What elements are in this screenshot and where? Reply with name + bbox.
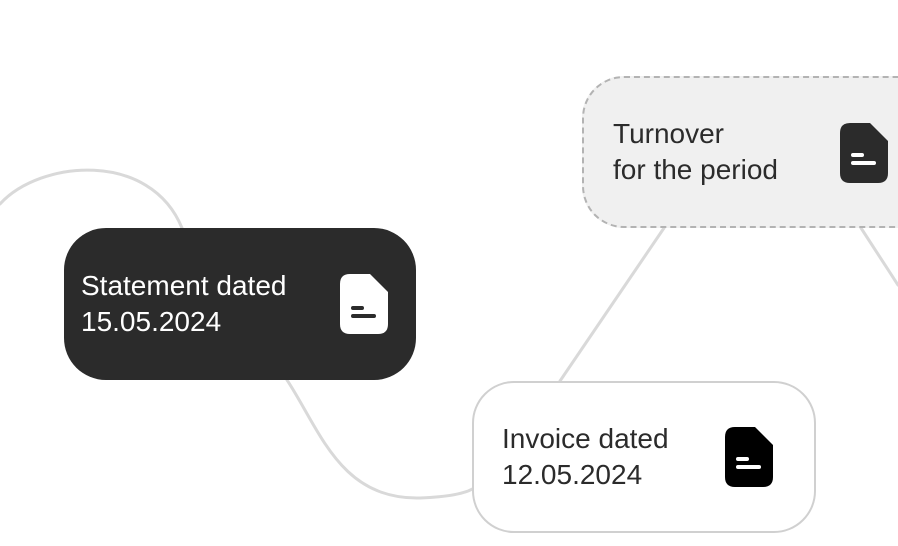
node-statement[interactable]: Statement dated 15.05.2024 [64,228,416,380]
document-icon [725,427,773,487]
document-icon [840,123,888,183]
node-statement-label: Statement dated 15.05.2024 [81,270,287,337]
connector-invoice-turnover [558,226,666,383]
connector-turnover-offscreen-right [859,226,898,287]
node-turnover-label: Turnover for the period [613,118,778,185]
node-turnover[interactable]: Turnover for the period [582,76,898,228]
document-icon [340,274,388,334]
connector-statement-invoice [285,378,476,500]
node-invoice-label: Invoice dated 12.05.2024 [502,423,669,490]
connector-statement-offscreen-left [0,168,184,230]
node-invoice[interactable]: Invoice dated 12.05.2024 [472,381,816,533]
